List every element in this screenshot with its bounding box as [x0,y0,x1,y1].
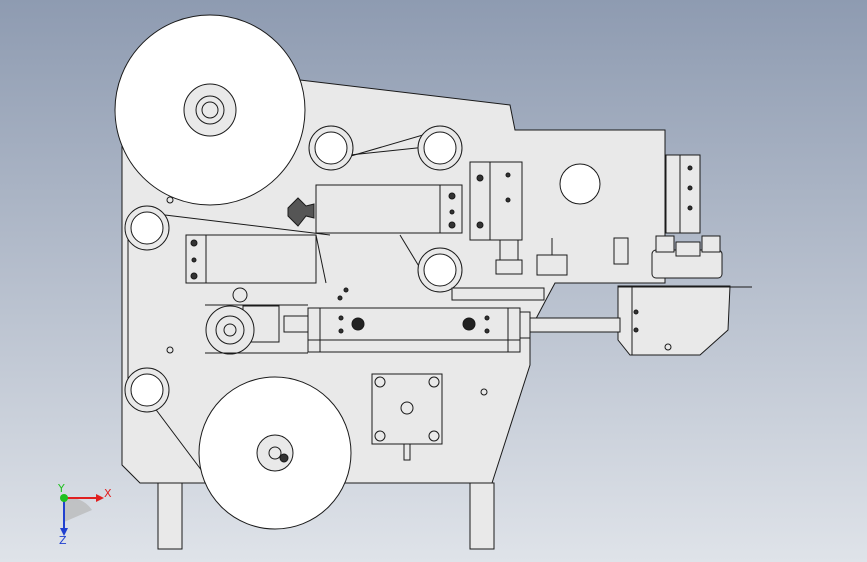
idler-roller-1-inner [314,131,348,165]
right-leg [469,482,495,550]
cylinder-body [307,307,521,341]
cylinder-hole-4 [484,328,490,334]
triad-x-label: X [104,487,112,500]
piston-rod-left [283,315,309,333]
cylinder-bolt-left [351,317,365,331]
supply-roll-shaft [201,101,219,119]
cylinder-hole-3 [484,315,490,321]
plate-hole-7 [633,309,639,315]
left-guide-block [185,234,317,284]
triad-y-label: Y [57,482,65,495]
left-guide-screw-3 [191,257,197,263]
motor-screw-2 [428,376,440,388]
cylinder-bolt-right [462,317,476,331]
upper-cylinder-bracket [469,161,523,241]
plate-hole-5 [337,295,343,301]
dispenser-fitting-left [655,235,675,253]
sensor-clip [613,237,629,265]
sensor-block [536,254,568,276]
plate-hole-4 [664,343,672,351]
right-bracket [617,285,731,356]
orientation-triad: X Y Z [57,482,112,547]
triad-y-axis [60,494,68,502]
upper-cylinder-screw-2 [476,221,484,229]
motor-screw-4 [428,430,440,442]
idler-roller-3-inner [130,211,164,245]
pinch-roller-shaft [223,323,237,337]
upper-cylinder-screw-1 [476,174,484,182]
cylinder-hole-2 [338,328,344,334]
label-tray [451,287,545,301]
motor-screw-1 [374,376,386,388]
upper-guide-screw-1 [448,192,456,200]
upper-cylinder-screw-4 [505,197,511,203]
left-guide-screw-2 [190,272,198,280]
idler-roller-2-inner [423,131,457,165]
triad-x-arrow [96,494,104,502]
cylinder-lower-rail [307,339,521,353]
adjustment-knob [287,197,315,227]
plate-hole-8 [633,327,639,333]
rod-end-right [519,311,531,339]
mounting-hole-large [559,163,601,205]
right-vertical-screw-1 [687,165,693,171]
upper-guide-screw-2 [448,221,456,229]
left-guide-lip [315,234,327,284]
web-line-4 [399,234,421,269]
motor-shaft [400,401,414,415]
cylinder-hole-1 [338,315,344,321]
upper-guide-block [315,184,463,234]
left-guide-screw-1 [190,239,198,247]
machine-assembly [114,14,752,550]
triad-shadow [64,497,92,522]
piston-rod-right [519,317,621,333]
plate-hole-6 [343,287,349,293]
upper-cylinder-base [495,259,523,275]
triad-z-arrow [60,528,68,536]
right-vertical-screw-2 [687,185,693,191]
idler-roller-4-inner [423,253,457,287]
left-leg [157,482,183,550]
motor-screw-3 [374,430,386,442]
dispenser-fitting-right [701,235,721,253]
dispenser-center [675,241,701,257]
plate-hole-1 [166,196,174,204]
rewind-roll-shaft [268,446,282,460]
right-vertical-bracket [665,154,701,234]
triad-z-label: Z [59,534,67,547]
right-vertical-screw-3 [687,205,693,211]
idler-roller-5-inner [130,373,164,407]
pinch-roller-small [232,287,248,303]
web-line-3 [164,214,331,236]
motor-shaft-extension [403,443,411,461]
rewind-roll-pin [279,453,289,463]
plate-hole-3 [480,388,488,396]
upper-cylinder-foot [499,239,519,261]
upper-guide-screw-3 [449,209,455,215]
upper-cylinder-screw-3 [505,172,511,178]
plate-hole-2 [166,346,174,354]
